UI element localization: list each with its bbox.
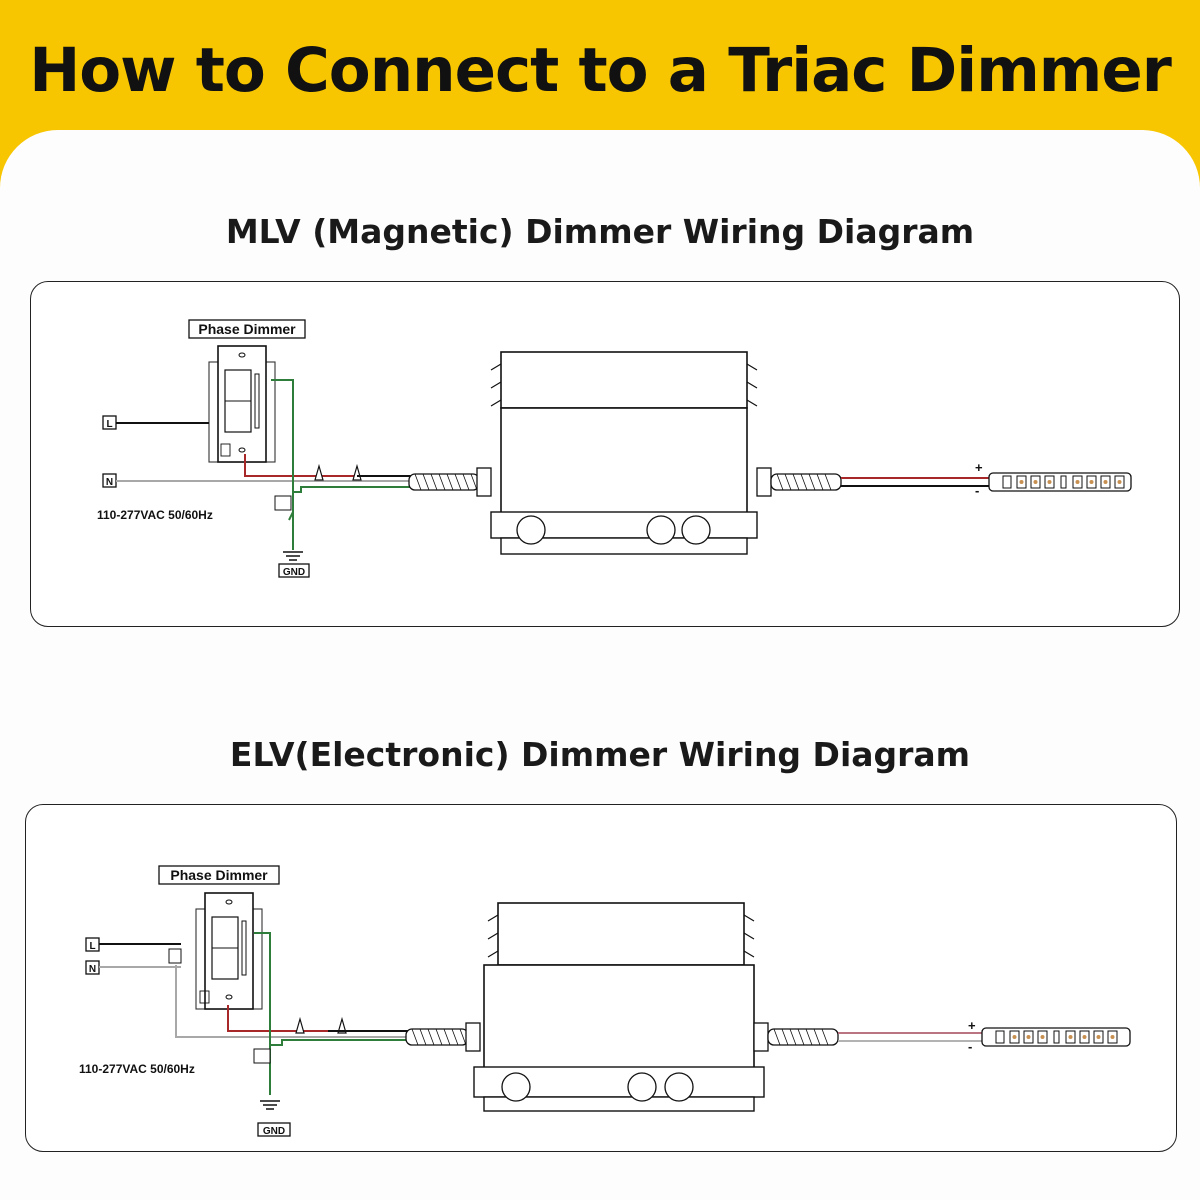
phase-dimmer: Phase Dimmer xyxy=(188,319,306,463)
led-strip xyxy=(981,1027,1131,1047)
mlv-wiring-diagram: L N 110-277VAC 50/60Hz Phase Dimmer xyxy=(97,319,1132,578)
wire-nut xyxy=(314,463,324,481)
output-cable xyxy=(756,467,842,497)
negative-label: - xyxy=(968,1039,972,1054)
neutral-terminal: N xyxy=(102,473,117,488)
line-terminal: L xyxy=(85,937,100,952)
elv-wiring-panel: L N 110-277VAC 50/60Hz Phase Dimmer xyxy=(25,804,1177,1152)
ground-terminal: GND xyxy=(257,1122,291,1137)
svg-text:L: L xyxy=(106,419,112,430)
elv-diagram-title: ELV(Electronic) Dimmer Wiring Diagram xyxy=(229,735,971,774)
voltage-label: 110-277VAC 50/60Hz xyxy=(97,508,213,522)
line-terminal: L xyxy=(102,415,117,430)
page-title: How to Connect to a Triac Dimmer xyxy=(29,34,1172,106)
svg-text:L: L xyxy=(89,941,95,952)
switched-wire xyxy=(227,1005,328,1032)
svg-text:GND: GND xyxy=(283,567,305,578)
wire-nut xyxy=(352,463,362,481)
input-connector xyxy=(168,948,182,964)
phase-dimmer: Phase Dimmer xyxy=(158,865,280,1010)
mlv-diagram-title: MLV (Magnetic) Dimmer Wiring Diagram xyxy=(225,212,975,251)
wire-nut xyxy=(337,1016,347,1034)
phase-dimmer-label: Phase Dimmer xyxy=(170,867,268,883)
voltage-label: 110-277VAC 50/60Hz xyxy=(79,1062,195,1076)
negative-label: - xyxy=(975,483,979,498)
ground-connector xyxy=(274,495,292,511)
input-cable xyxy=(408,467,492,497)
positive-label: + xyxy=(968,1018,976,1033)
ground-wire-driver xyxy=(270,1039,408,1046)
ground-wire-driver xyxy=(293,486,411,493)
input-cable xyxy=(405,1022,481,1052)
neutral-terminal: N xyxy=(85,960,100,975)
mlv-wiring-panel: L N 110-277VAC 50/60Hz Phase Dimmer xyxy=(30,281,1180,627)
wire-nut xyxy=(295,1016,305,1034)
neutral-return xyxy=(175,965,408,1038)
output-cable xyxy=(753,1022,839,1052)
ground-wire xyxy=(254,932,271,1095)
ground-wire xyxy=(271,379,294,521)
svg-text:GND: GND xyxy=(263,1126,285,1137)
led-strip xyxy=(988,472,1132,492)
positive-label: + xyxy=(975,460,983,475)
svg-text:N: N xyxy=(106,477,113,488)
led-driver xyxy=(490,351,758,555)
phase-dimmer-label: Phase Dimmer xyxy=(198,321,296,337)
ground-connector xyxy=(253,1048,271,1064)
led-driver xyxy=(473,902,765,1112)
elv-wiring-diagram: L N 110-277VAC 50/60Hz Phase Dimmer xyxy=(79,865,1131,1137)
svg-text:N: N xyxy=(89,964,96,975)
ground-terminal: GND xyxy=(278,563,310,578)
